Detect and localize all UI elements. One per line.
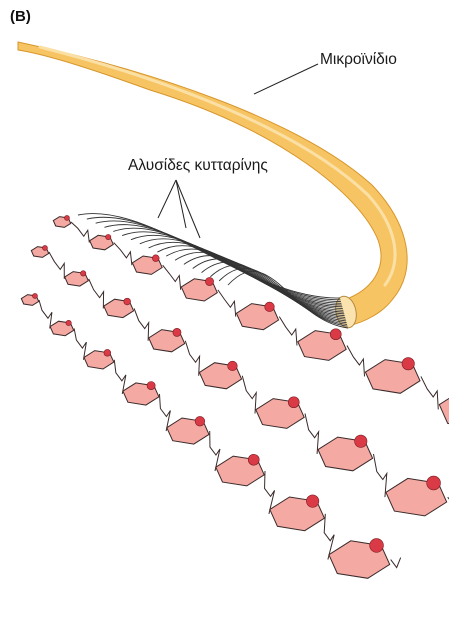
hydroxyl-group	[32, 293, 37, 298]
hydroxyl-group	[205, 277, 213, 285]
hydroxyl-group	[306, 495, 318, 507]
microfibril-label: Μικροϊνίδιο	[320, 51, 397, 69]
glycosidic-linkage	[421, 376, 438, 409]
glycosidic-linkage	[134, 308, 149, 340]
cellulose-fiber	[131, 235, 343, 308]
glycosidic-linkage	[185, 341, 199, 376]
glycosidic-linkage	[89, 279, 104, 309]
glycosidic-linkage	[218, 290, 236, 317]
glycosidic-linkage	[279, 317, 297, 346]
hydroxyl-group	[152, 255, 159, 262]
hydroxyl-group	[195, 416, 205, 426]
chain-end	[391, 558, 401, 568]
hydroxyl-group	[228, 361, 238, 371]
hydroxyl-group	[66, 320, 71, 325]
hydroxyl-group	[104, 349, 111, 356]
hydroxyl-group	[370, 539, 384, 553]
glycosidic-linkage	[159, 394, 170, 431]
glycosidic-linkage	[74, 328, 86, 359]
hydroxyl-group	[402, 358, 414, 370]
hydroxyl-group	[427, 476, 441, 490]
glycosidic-linkage	[71, 222, 89, 243]
glycosidic-linkage	[347, 346, 365, 377]
hydroxyl-group	[147, 381, 155, 389]
hydroxyl-group	[64, 215, 69, 220]
chains-leader-lines	[158, 180, 200, 238]
glycosidic-linkage	[39, 300, 52, 328]
panel-label: (B)	[10, 8, 31, 25]
hydroxyl-group	[355, 435, 367, 447]
glycosidic-linkage	[114, 243, 132, 266]
hydroxyl-group	[173, 328, 181, 336]
hydroxyl-group	[288, 397, 299, 408]
glycosidic-linkage	[242, 376, 256, 414]
glycosidic-linkage	[373, 454, 386, 497]
hydroxyl-group	[265, 302, 275, 312]
hydroxyl-group	[81, 271, 86, 276]
hydroxyl-group	[124, 298, 131, 305]
glycosidic-linkage	[305, 414, 319, 454]
microfibril-leader-line	[254, 64, 318, 94]
hydroxyl-group	[42, 245, 47, 250]
hydroxyl-group	[106, 234, 111, 239]
glucose-ring	[439, 391, 449, 429]
glucose-chain	[21, 293, 400, 578]
glycosidic-linkage	[114, 360, 126, 394]
hydroxyl-group	[248, 454, 259, 465]
glycosidic-linkage	[163, 265, 181, 290]
hydroxyl-group	[330, 329, 341, 340]
cellulose-chains-label: Αλυσίδες κυτταρίνης	[128, 157, 268, 175]
glycosidic-linkage	[49, 252, 64, 279]
